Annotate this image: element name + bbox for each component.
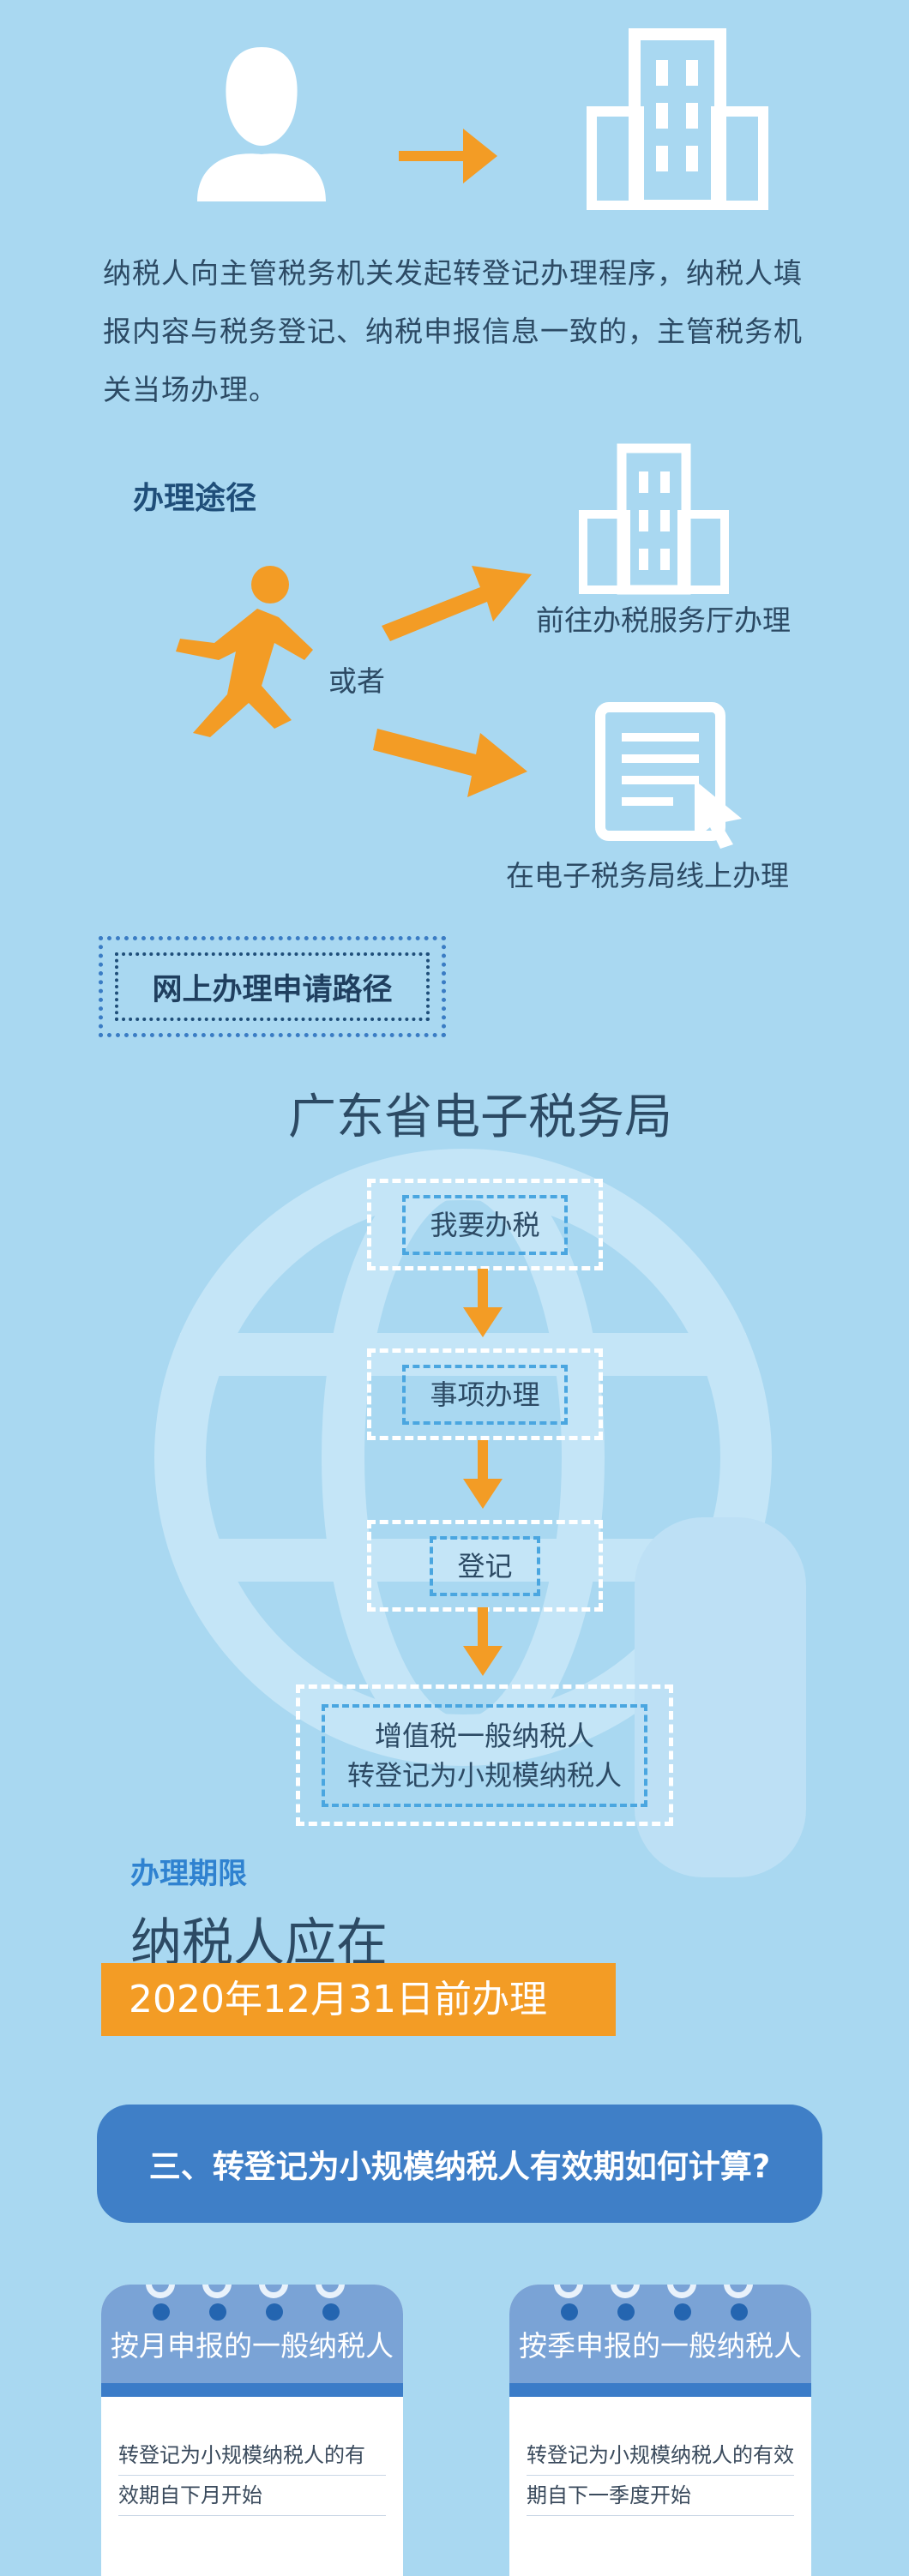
binder-ring xyxy=(724,2285,753,2298)
binder-ring xyxy=(611,2285,640,2298)
monthly-card-header: 按月申报的一般纳税人 xyxy=(101,2285,403,2383)
binder-ring xyxy=(554,2285,583,2298)
final-step-line2: 转登记为小规模纳税人 xyxy=(346,1758,622,1792)
card-stripe xyxy=(509,2383,811,2397)
building-icon xyxy=(587,28,768,210)
option-online-label: 在电子税务局线上办理 xyxy=(506,859,789,892)
arrow-down-icon-3 xyxy=(463,1607,503,1676)
deadline-title: 办理期限 xyxy=(130,1857,247,1891)
quarterly-card-body-line2: 期自下一季度开始 xyxy=(527,2476,794,2516)
arrow-down-icon-2 xyxy=(463,1440,503,1509)
binder-ring xyxy=(202,2285,232,2298)
arrow-down-right-icon xyxy=(373,729,527,797)
binder-ring xyxy=(316,2285,345,2298)
routes-title: 办理途径 xyxy=(133,481,257,516)
final-step-line1: 增值税一般纳税人 xyxy=(374,1719,594,1752)
monthly-card-title: 按月申报的一般纳税人 xyxy=(111,2329,394,2363)
step-3-box: 登记 xyxy=(367,1520,603,1612)
online-title: 网上办理申请路径 xyxy=(152,972,393,1007)
or-text: 或者 xyxy=(328,664,385,698)
running-person-icon xyxy=(176,566,313,737)
quarterly-card-header: 按季申报的一般纳税人 xyxy=(509,2285,811,2383)
binder-ring xyxy=(259,2285,288,2298)
deadline-date-banner: 2020年12月31日前办理 xyxy=(101,1963,616,2036)
option-hall-label: 前往办税服务厅办理 xyxy=(536,603,791,637)
binder-hole xyxy=(209,2303,226,2321)
quarterly-card: 按季申报的一般纳税人 转登记为小规模纳税人的有效 期自下一季度开始 xyxy=(509,2285,811,2576)
binder-hole xyxy=(674,2303,691,2321)
final-step-box: 增值税一般纳税人 转登记为小规模纳税人 xyxy=(296,1684,673,1826)
online-title-frame: 网上办理申请路径 xyxy=(99,936,446,1037)
arrow-right-icon xyxy=(399,129,497,183)
monthly-card-body: 转登记为小规模纳税人的有 效期自下月开始 xyxy=(101,2397,403,2516)
quarterly-card-body: 转登记为小规模纳税人的有效 期自下一季度开始 xyxy=(509,2397,811,2516)
intro-paragraph: 纳税人向主管税务机关发起转登记办理程序，纳税人填报内容与税务登记、纳税申报信息一… xyxy=(103,256,803,406)
step-2-box: 事项办理 xyxy=(367,1348,603,1440)
binder-hole xyxy=(561,2303,578,2321)
arrow-up-right-icon xyxy=(382,566,532,641)
step-2-label: 事项办理 xyxy=(402,1364,568,1425)
card-stripe xyxy=(101,2383,403,2397)
binder-hole xyxy=(617,2303,635,2321)
quarterly-card-body-line1: 转登记为小规模纳税人的有效 xyxy=(527,2435,794,2476)
binder-hole xyxy=(153,2303,170,2321)
globe-hand-watermark xyxy=(154,1149,806,1877)
person-icon xyxy=(197,47,326,201)
monthly-card: 按月申报的一般纳税人 转登记为小规模纳税人的有 效期自下月开始 xyxy=(101,2285,403,2576)
service-hall-icon xyxy=(579,443,729,595)
binder-ring xyxy=(146,2285,175,2298)
final-step-inner: 增值税一般纳税人 转登记为小规模纳税人 xyxy=(321,1703,647,1807)
binder-hole xyxy=(322,2303,340,2321)
binder-ring xyxy=(667,2285,696,2298)
arrow-down-icon-1 xyxy=(463,1269,503,1337)
quarterly-card-title: 按季申报的一般纳税人 xyxy=(519,2329,802,2363)
monthly-card-body-line2: 效期自下月开始 xyxy=(118,2476,386,2516)
portal-title: 广东省电子税务局 xyxy=(288,1090,672,1145)
section3-banner: 三、转登记为小规模纳税人有效期如何计算? xyxy=(97,2105,822,2223)
online-form-icon xyxy=(595,702,742,849)
monthly-card-body-line1: 转登记为小规模纳税人的有 xyxy=(118,2435,386,2476)
step-1-label: 我要办税 xyxy=(402,1194,568,1255)
step-3-label: 登记 xyxy=(430,1535,540,1596)
binder-hole xyxy=(266,2303,283,2321)
step-1-box: 我要办税 xyxy=(367,1179,603,1270)
binder-hole xyxy=(731,2303,748,2321)
